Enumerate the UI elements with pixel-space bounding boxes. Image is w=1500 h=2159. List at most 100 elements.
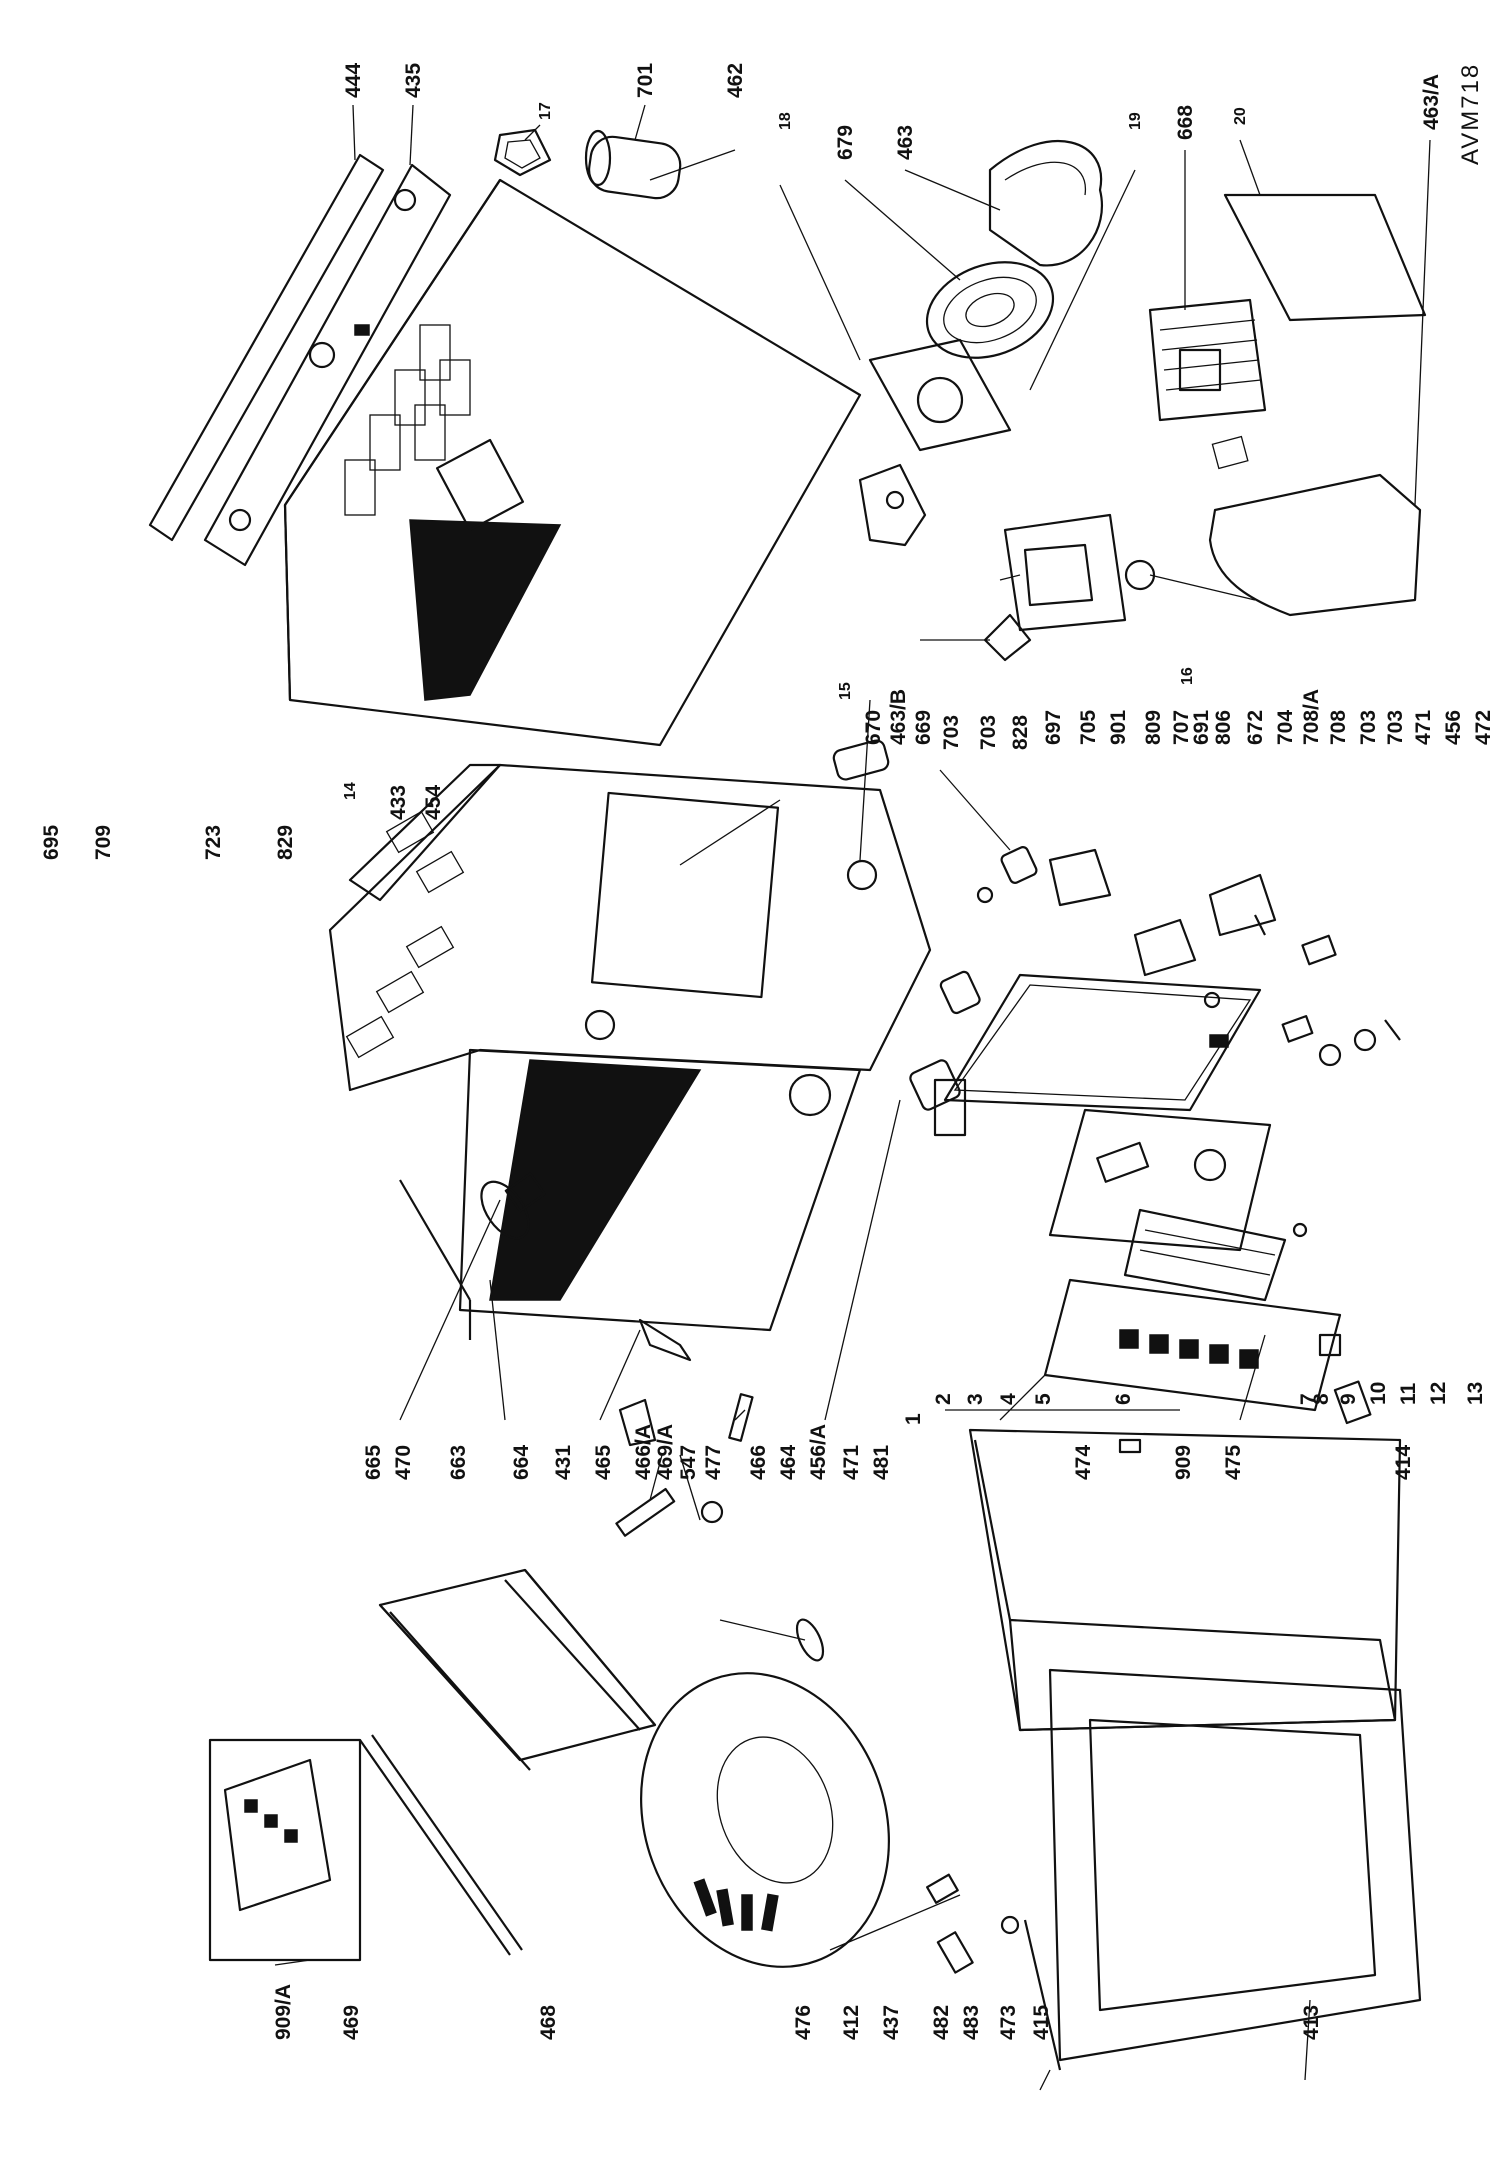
label-482: 482 <box>930 2005 953 2040</box>
label-1: 1 <box>902 1413 925 1425</box>
drawing-code: AVM718 <box>1457 63 1484 165</box>
module-909a-box <box>208 1738 362 1962</box>
magnetron-668 <box>1148 298 1267 422</box>
label-828: 828 <box>1009 715 1032 750</box>
label-481: 481 <box>870 1445 893 1480</box>
label-471b: 471 <box>1412 710 1435 745</box>
label-464: 464 <box>777 1445 800 1480</box>
label-11: 11 <box>1397 1382 1420 1405</box>
door-frame-412-474-475 <box>968 1428 1402 1732</box>
label-483: 483 <box>960 2005 983 2040</box>
small-parts-6-13 <box>1118 1222 1372 1454</box>
part-707-16 <box>1203 914 1266 1009</box>
label-462: 462 <box>724 63 747 98</box>
label-809: 809 <box>1142 710 1165 745</box>
label-2: 2 <box>932 1393 955 1405</box>
label-414: 414 <box>1392 1445 1415 1480</box>
label-7: 7 <box>1297 1393 1320 1405</box>
label-15: 15 <box>837 682 854 700</box>
label-672: 672 <box>1244 710 1267 745</box>
label-705: 705 <box>1077 710 1100 745</box>
label-413: 413 <box>1300 2005 1323 2040</box>
door-latches-466 <box>615 1318 754 1537</box>
shelf-rails-469-470 <box>378 1568 657 1771</box>
label-454: 454 <box>422 785 445 820</box>
label-701: 701 <box>634 63 657 98</box>
leader-lines <box>274 104 1431 2091</box>
microswitches-703 <box>909 846 1038 1111</box>
label-412: 412 <box>840 2005 863 2040</box>
front-panel-435 <box>203 163 452 567</box>
label-665: 665 <box>362 1445 385 1480</box>
label-415: 415 <box>1030 2005 1053 2040</box>
label-477: 477 <box>702 1445 725 1480</box>
label-708: 708 <box>1327 710 1350 745</box>
thermal-switch-670 <box>858 463 927 547</box>
motor-bracket <box>868 338 1012 452</box>
label-471: 471 <box>840 1445 863 1480</box>
label-463: 463 <box>894 125 917 160</box>
label-5: 5 <box>1032 1393 1055 1405</box>
label-703b: 703 <box>977 715 1000 750</box>
label-709: 709 <box>92 825 115 860</box>
label-435: 435 <box>402 63 425 98</box>
electronic-board-2 <box>1048 1108 1272 1252</box>
label-18: 18 <box>777 112 794 130</box>
door-hinge-parts-437-482-483-473 <box>926 1873 1062 2071</box>
screws-471-456-472 <box>1318 1019 1401 1067</box>
diode-809 <box>1133 918 1197 977</box>
label-670: 670 <box>862 710 885 745</box>
label-475: 475 <box>1222 1445 1245 1480</box>
ribbon-keypad-3-4 <box>1123 1208 1287 1302</box>
gasket-17 <box>493 128 552 177</box>
label-431: 431 <box>552 1445 575 1480</box>
label-723: 723 <box>202 825 225 860</box>
coupler-477 <box>795 1618 825 1662</box>
waveguide-cover-463a <box>1208 435 1422 617</box>
label-469: 469 <box>340 2005 363 2040</box>
label-703c: 703 <box>1357 710 1380 745</box>
labels: 444 435 17 701 462 18 679 463 19 668 20 … <box>40 63 1495 2040</box>
control-strip-444 <box>148 153 385 542</box>
cover-plate-20 <box>1223 193 1427 322</box>
label-829: 829 <box>274 825 297 860</box>
label-695: 695 <box>40 825 63 860</box>
label-469a: 469/A <box>654 1424 677 1480</box>
label-17: 17 <box>537 102 554 120</box>
label-433: 433 <box>387 785 410 820</box>
hv-transformer-705 <box>1003 513 1156 632</box>
label-909a: 909/A <box>272 1984 295 2040</box>
label-466a: 466/A <box>632 1424 655 1480</box>
label-10: 10 <box>1367 1382 1390 1405</box>
connector-463b <box>983 613 1032 662</box>
label-664: 664 <box>510 1445 533 1480</box>
label-14: 14 <box>342 782 359 800</box>
label-466: 466 <box>747 1445 770 1480</box>
rails-663-664 <box>399 1179 472 1340</box>
shelf-rail-468 <box>359 1734 523 1956</box>
label-12: 12 <box>1427 1382 1450 1405</box>
thermostat-806 <box>1208 873 1277 937</box>
label-697: 697 <box>1042 710 1065 745</box>
label-3: 3 <box>964 1393 987 1405</box>
label-20: 20 <box>1232 107 1249 125</box>
capacitor-701 <box>584 129 682 200</box>
label-16: 16 <box>1179 667 1196 685</box>
label-456a: 456/A <box>807 1424 830 1480</box>
blower-housing-463 <box>988 140 1103 267</box>
label-909: 909 <box>1172 1445 1195 1480</box>
label-703d: 703 <box>1384 710 1407 745</box>
circuit-board-672 <box>933 973 1262 1137</box>
label-8: 8 <box>1310 1393 1333 1405</box>
label-707: 707 <box>1170 710 1193 745</box>
turntable-476 <box>640 1672 890 1968</box>
label-6: 6 <box>1112 1393 1135 1405</box>
label-547: 547 <box>677 1445 700 1480</box>
label-473: 473 <box>997 2005 1020 2040</box>
hinge-704-708 <box>1281 934 1337 1043</box>
label-13: 13 <box>1464 1382 1487 1405</box>
label-463a: 463/A <box>1420 74 1443 130</box>
control-panel-front-5 <box>1043 1278 1342 1412</box>
